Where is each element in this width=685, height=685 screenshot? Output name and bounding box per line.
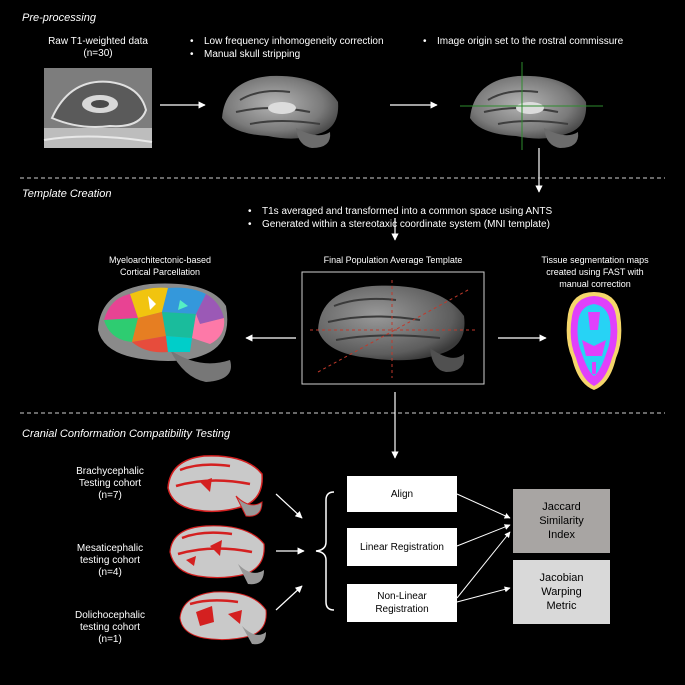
- origin-set-brain-image: [460, 62, 603, 150]
- dolichocephalic-brain-image: [179, 591, 267, 645]
- jacobian-line1: Jacobian: [539, 572, 584, 584]
- align-box: Align: [347, 476, 457, 512]
- parcellation-label: Myeloarchitectonic-based Cortical Parcel…: [84, 254, 236, 278]
- jacobian-line3: Metric: [546, 600, 577, 612]
- jaccard-line2: Similarity: [539, 515, 584, 527]
- nonlinear-line1: Non-Linear: [377, 591, 427, 602]
- mesati-line2: testing cohort: [79, 555, 141, 566]
- brachycephalic-cohort-label: Brachycephalic Testing cohort (n=7): [60, 466, 160, 502]
- dolicho-line2: testing cohort: [79, 622, 141, 633]
- registration-bracket: [315, 491, 335, 611]
- tissue-segmentation-image: [566, 292, 622, 390]
- section-title-testing: Cranial Conformation Compatibility Testi…: [22, 428, 231, 440]
- jaccard-similarity-box: Jaccard Similarity Index: [513, 489, 610, 553]
- parcellation-label-line1: Myeloarchitectonic-based: [108, 255, 212, 265]
- arrow-linear-jaccard: [456, 524, 511, 547]
- brachy-line2: Testing cohort: [78, 478, 142, 489]
- mesaticephalic-cohort-label: Mesaticephalic testing cohort (n=4): [60, 543, 160, 579]
- raw-t1-image: [43, 68, 153, 148]
- arrow-brachy: [275, 493, 303, 519]
- mesati-count: (n=4): [98, 567, 122, 578]
- tissue-segmentation-label: Tissue segmentation maps created using F…: [520, 254, 670, 290]
- final-template-label: Final Population Average Template: [323, 255, 463, 265]
- bullet-mni-template: Generated within a stereotaxic coordinat…: [248, 219, 550, 231]
- bullet-ants-averaging: T1s averaged and transformed into a comm…: [248, 206, 552, 218]
- dolicho-line1: Dolichocephalic: [74, 610, 146, 621]
- jacobian-line2: Warping: [541, 586, 582, 598]
- bullet-image-origin: Image origin set to the rostral commissu…: [423, 36, 623, 48]
- jaccard-line3: Index: [548, 529, 575, 541]
- mesati-line1: Mesaticephalic: [76, 543, 144, 554]
- dolichocephalic-cohort-label: Dolichocephalic testing cohort (n=1): [60, 610, 160, 646]
- brachy-count: (n=7): [98, 490, 122, 501]
- tissue-label-line2: created using FAST with: [546, 267, 644, 277]
- bullet-inhomogeneity: Low frequency inhomogeneity correction: [190, 36, 384, 48]
- arrow-nonlinear-jaccard: [456, 531, 511, 599]
- jaccard-line1: Jaccard: [542, 501, 581, 513]
- dolicho-count: (n=1): [98, 634, 122, 645]
- brachy-line1: Brachycephalic: [76, 466, 144, 477]
- arrow-nonlinear-jacobian: [456, 586, 511, 603]
- mesaticephalic-brain-image: [169, 525, 265, 585]
- brachycephalic-brain-image: [167, 455, 263, 517]
- arrow-align-jaccard: [456, 493, 511, 519]
- cortical-parcellation-image: [98, 283, 231, 382]
- nonlinear-line2: Registration: [375, 604, 429, 615]
- jacobian-warping-box: Jacobian Warping Metric: [513, 560, 610, 624]
- arrow-dolicho: [275, 585, 303, 611]
- section-title-template-creation: Template Creation: [22, 188, 112, 200]
- raw-data-title: Raw T1-weighted data: [48, 36, 148, 47]
- raw-data-count: (n=30): [83, 48, 113, 59]
- tissue-label-line1: Tissue segmentation maps: [541, 255, 649, 265]
- raw-data-label: Raw T1-weighted data (n=30): [28, 36, 168, 60]
- linear-registration-box: Linear Registration: [347, 528, 457, 566]
- parcellation-label-line2: Cortical Parcellation: [119, 267, 201, 277]
- final-template-image: [301, 271, 485, 385]
- nonlinear-registration-box: Non-Linear Registration: [347, 584, 457, 622]
- section-title-preprocessing: Pre-processing: [22, 12, 96, 24]
- tissue-label-line3: manual correction: [559, 279, 631, 289]
- bullet-skull-stripping: Manual skull stripping: [190, 49, 300, 61]
- skull-stripped-brain-image: [222, 75, 339, 148]
